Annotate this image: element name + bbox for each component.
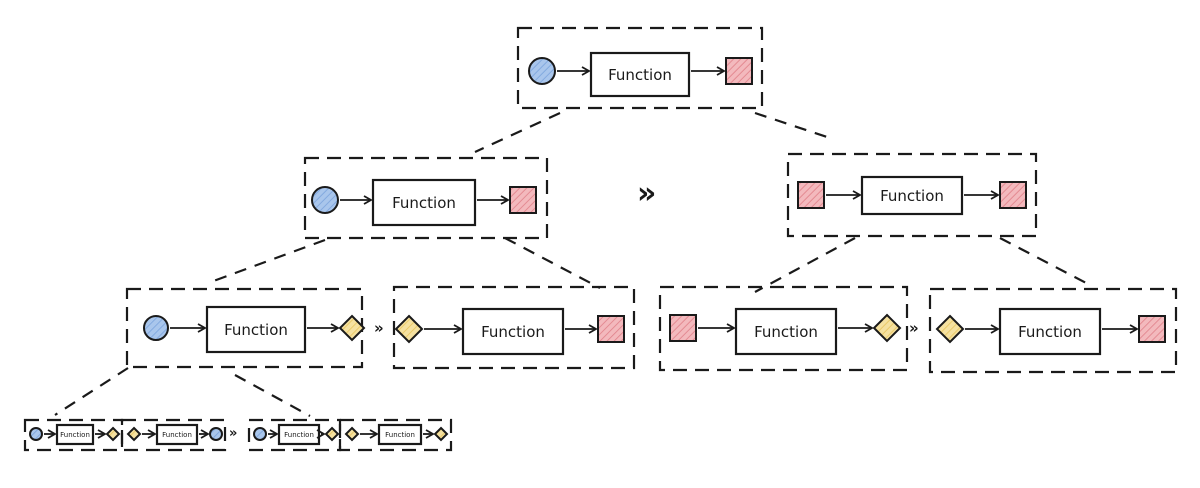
function-label: Function: [880, 187, 944, 205]
connector-left-ll: [207, 238, 326, 285]
tree-connectors: [54, 111, 1091, 417]
function-unit-s3: Function: [247, 418, 342, 452]
diamond-input-icon: [126, 426, 142, 442]
function-box: [377, 423, 423, 446]
unit-dashed-border: [786, 152, 1038, 238]
function-label: Function: [392, 194, 456, 212]
function-unit-s2: Function: [120, 418, 227, 452]
unit-dashed-border: [338, 418, 453, 452]
square-output-icon: [999, 181, 1027, 209]
diamond-output-icon: [324, 426, 340, 442]
function-label: Function: [608, 66, 672, 84]
square-output-icon: [509, 186, 537, 214]
circle-output-icon: [209, 427, 223, 441]
function-unit-lr: Function: [392, 285, 636, 370]
function-label: Function: [481, 323, 545, 341]
circle-input-icon: [29, 427, 43, 441]
function-box: [734, 307, 838, 356]
function-label: Function: [162, 431, 192, 439]
function-box: [371, 178, 477, 227]
function-label: Function: [754, 323, 818, 341]
diamond-output-icon: [105, 426, 121, 442]
function-unit-ll: Function: [125, 287, 366, 369]
connector-root-left: [474, 112, 561, 153]
separator-small: »: [229, 426, 237, 441]
square-output-icon: [725, 57, 753, 85]
square-input-icon: [797, 181, 825, 209]
function-unit-s1: Function: [23, 418, 124, 452]
function-label: Function: [60, 431, 90, 439]
function-unit-right: Function: [786, 152, 1038, 238]
unit-dashed-border: [516, 26, 764, 110]
connector-ll-s3: [234, 374, 311, 417]
diamond-input-icon: [344, 426, 360, 442]
diamond-output-icon: [872, 313, 902, 343]
function-box: [860, 175, 964, 216]
function-box: [155, 423, 199, 446]
diamond-input-icon: [394, 314, 424, 344]
connector-root-right: [754, 111, 831, 140]
function-box: [998, 307, 1102, 356]
separator-main: »: [637, 176, 656, 211]
unit-dashed-border: [247, 418, 342, 452]
unit-dashed-border: [120, 418, 227, 452]
connector-left-lr: [504, 237, 601, 289]
function-box: [205, 305, 307, 354]
square-input-icon: [669, 314, 697, 342]
circle-input-icon: [253, 427, 267, 441]
unit-dashed-border: [303, 156, 549, 240]
unit-dashed-border: [392, 285, 636, 370]
circle-input-icon: [528, 57, 556, 85]
diamond-output-icon: [433, 426, 449, 442]
function-unit-left: Function: [303, 156, 549, 240]
unit-dashed-border: [928, 287, 1178, 374]
connector-right-rr: [999, 237, 1091, 286]
connector-right-rl: [754, 237, 856, 293]
unit-dashed-border: [658, 285, 909, 372]
function-unit-root: Function: [516, 26, 764, 110]
function-unit-rl: Function: [658, 285, 909, 372]
separator-left: »: [374, 319, 384, 337]
function-label: Function: [224, 321, 288, 339]
diamond-input-icon: [935, 314, 965, 344]
function-label: Function: [284, 431, 314, 439]
diamond-output-icon: [338, 314, 366, 342]
function-box: [589, 51, 691, 98]
circle-input-icon: [311, 186, 339, 214]
connector-ll-s1: [54, 367, 129, 416]
function-box: [461, 307, 565, 356]
function-label: Function: [385, 431, 415, 439]
function-unit-rr: Function: [928, 287, 1178, 374]
function-label: Function: [1018, 323, 1082, 341]
function-box: [55, 423, 95, 446]
square-output-icon: [1138, 315, 1166, 343]
circle-input-icon: [143, 315, 169, 341]
function-unit-s4: Function: [338, 418, 453, 452]
square-output-icon: [597, 315, 625, 343]
separator-right: »: [909, 319, 919, 337]
